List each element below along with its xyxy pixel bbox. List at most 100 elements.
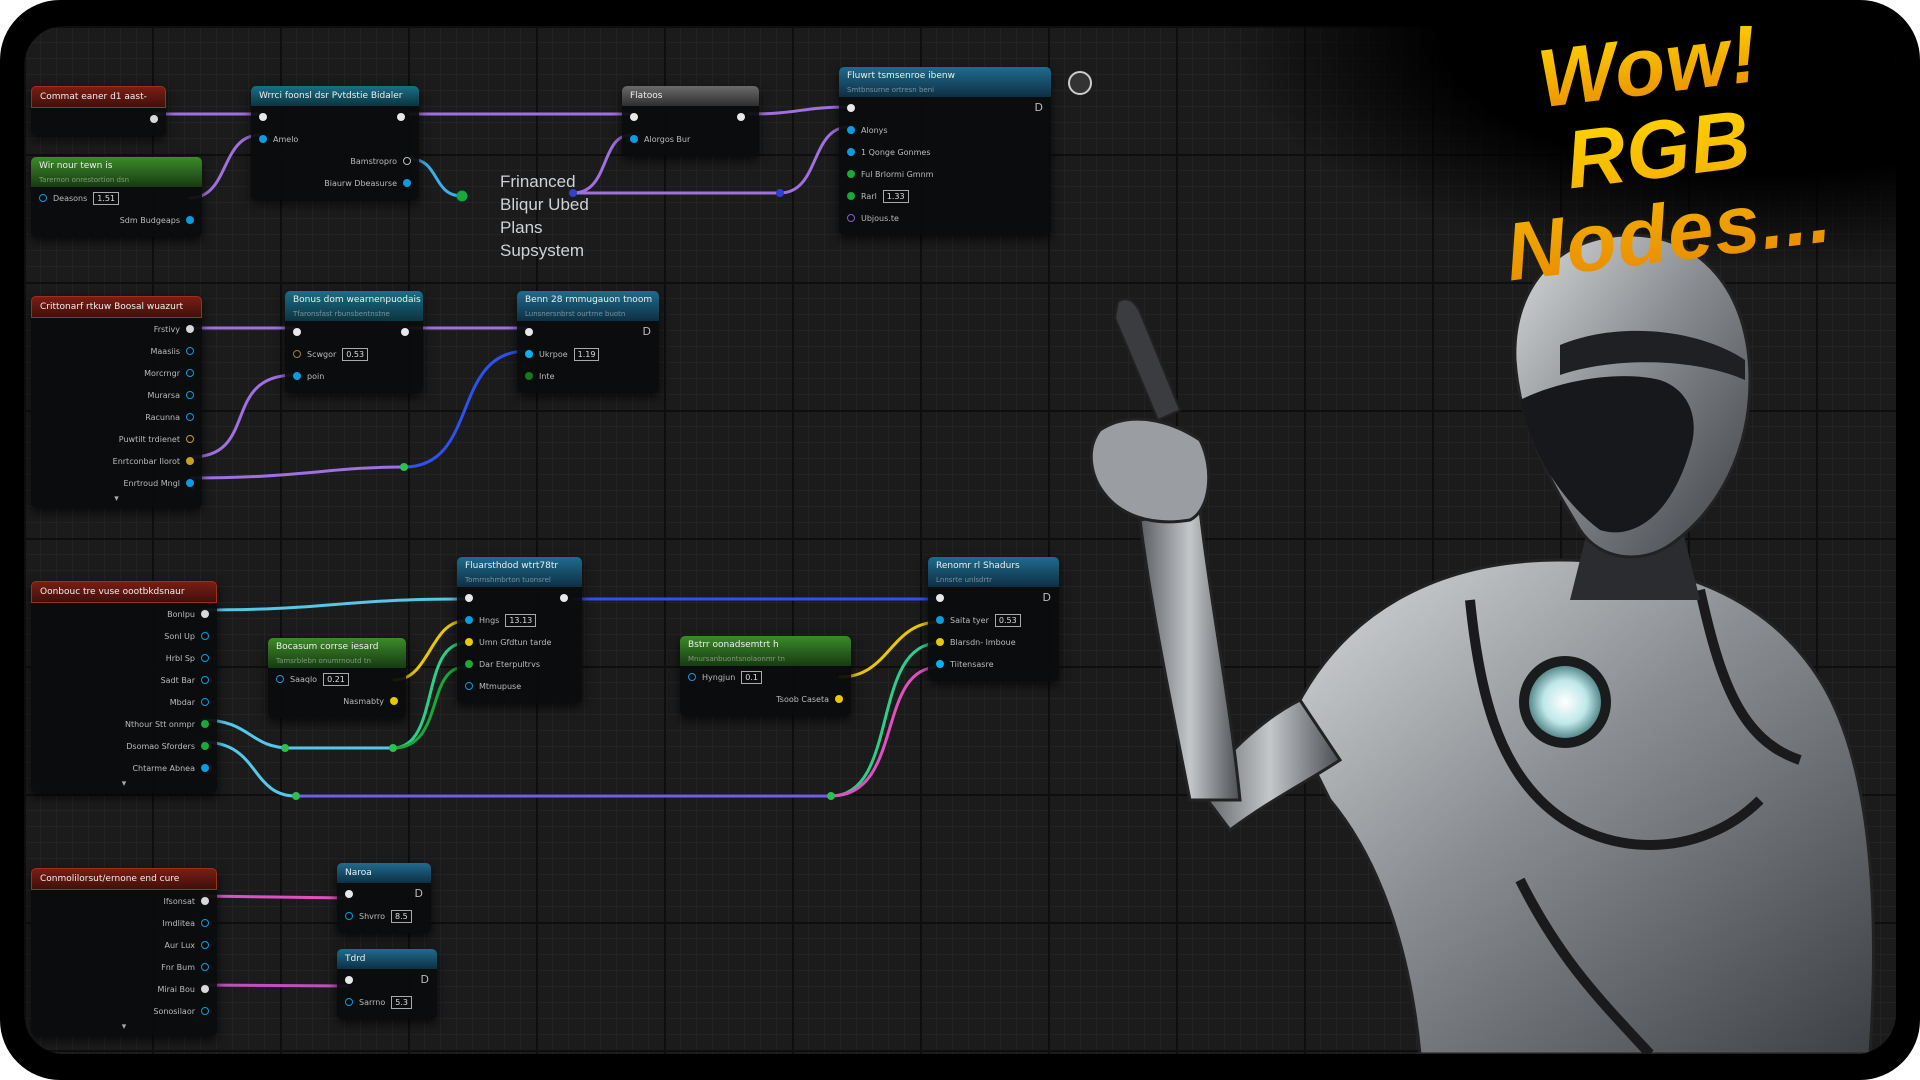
pin-icon[interactable]	[835, 695, 843, 703]
wire[interactable]	[189, 373, 297, 459]
reroute-node[interactable]	[776, 189, 784, 197]
pin-icon[interactable]	[465, 638, 473, 646]
pin-icon[interactable]	[186, 479, 194, 487]
pin-icon[interactable]	[345, 998, 353, 1006]
pin-icon[interactable]	[293, 372, 301, 380]
pin-icon[interactable]	[201, 720, 209, 728]
wire[interactable]	[201, 983, 350, 988]
pin-icon[interactable]	[259, 135, 267, 143]
delegate-pin-icon[interactable]: D	[420, 973, 429, 986]
node-header[interactable]: Commat eaner d1 aast-	[31, 86, 166, 108]
pin-icon[interactable]	[936, 616, 944, 624]
pin-icon[interactable]	[186, 413, 194, 421]
pin-value-input[interactable]: 5.3	[391, 995, 412, 1009]
pin-icon[interactable]	[465, 594, 473, 602]
pin-icon[interactable]	[525, 328, 533, 336]
node-header[interactable]: Tdrd	[337, 949, 437, 969]
exec-out-pin-icon[interactable]	[397, 113, 405, 121]
node-header[interactable]: Naroa	[337, 863, 431, 883]
blueprint-node-red[interactable]: Commat eaner d1 aast-	[31, 86, 166, 136]
pin-icon[interactable]	[201, 742, 209, 750]
wire[interactable]	[571, 125, 851, 195]
pin-icon[interactable]	[201, 1007, 209, 1015]
pin-icon[interactable]	[186, 325, 194, 333]
reroute-node[interactable]	[389, 744, 397, 752]
wire[interactable]	[829, 665, 941, 798]
pin-icon[interactable]	[630, 113, 638, 121]
node-header[interactable]: Flatoos	[622, 86, 759, 106]
pin-icon[interactable]	[201, 632, 209, 640]
pin-icon[interactable]	[39, 194, 47, 202]
reroute-node[interactable]	[292, 792, 300, 800]
expand-chevron-icon[interactable]: ▾	[121, 1022, 127, 1032]
pin-icon[interactable]	[186, 435, 194, 443]
wire[interactable]	[829, 641, 941, 798]
pin-icon[interactable]	[847, 170, 855, 178]
pin-icon[interactable]	[847, 192, 855, 200]
pin-icon[interactable]	[201, 610, 209, 618]
pin-icon[interactable]	[847, 126, 855, 134]
pin-icon[interactable]	[201, 764, 209, 772]
reroute-node[interactable]	[456, 190, 468, 202]
pin-icon[interactable]	[293, 328, 301, 336]
reroute-node[interactable]	[400, 463, 408, 471]
pin-value-input[interactable]: 0.1	[741, 670, 762, 684]
settings-icon[interactable]	[1068, 71, 1092, 95]
pin-icon[interactable]	[186, 216, 194, 224]
pin-icon[interactable]	[186, 347, 194, 355]
pin-icon[interactable]	[390, 697, 398, 705]
pin-icon[interactable]	[403, 179, 411, 187]
exec-out-pin-icon[interactable]	[737, 113, 745, 121]
wire-exec[interactable]	[201, 597, 467, 612]
pin-icon[interactable]	[936, 638, 944, 646]
node-header[interactable]: Oonbouc tre vuse oootbkdsnaur	[31, 581, 217, 603]
pin-value-input[interactable]: 1.51	[93, 191, 120, 205]
pin-icon[interactable]	[186, 391, 194, 399]
pin-icon[interactable]	[259, 113, 267, 121]
pin-icon[interactable]	[465, 660, 473, 668]
pin-icon[interactable]	[688, 673, 696, 681]
pin-value-input[interactable]: 1.33	[882, 189, 909, 203]
reroute-node[interactable]	[569, 189, 577, 197]
pin-value-input[interactable]: 0.53	[342, 347, 369, 361]
pin-icon[interactable]	[201, 654, 209, 662]
pin-icon[interactable]	[465, 616, 473, 624]
pin-icon[interactable]	[201, 941, 209, 949]
pin-icon[interactable]	[186, 457, 194, 465]
pin-icon[interactable]	[345, 976, 353, 984]
pin-icon[interactable]	[847, 104, 855, 112]
pin-icon[interactable]	[525, 350, 533, 358]
pin-value-input[interactable]: 8.5	[391, 909, 412, 923]
exec-out-pin-icon[interactable]	[560, 594, 568, 602]
delegate-pin-icon[interactable]: D	[1042, 591, 1051, 604]
reroute-node[interactable]	[827, 792, 835, 800]
pin-icon[interactable]	[345, 890, 353, 898]
wire[interactable]	[201, 740, 298, 798]
pin-icon[interactable]	[345, 912, 353, 920]
pin-icon[interactable]	[847, 214, 855, 222]
pin-icon[interactable]	[847, 148, 855, 156]
wire[interactable]	[838, 620, 941, 679]
pin-icon[interactable]	[201, 676, 209, 684]
expand-chevron-icon[interactable]: ▾	[121, 779, 127, 789]
wire[interactable]	[402, 349, 529, 469]
